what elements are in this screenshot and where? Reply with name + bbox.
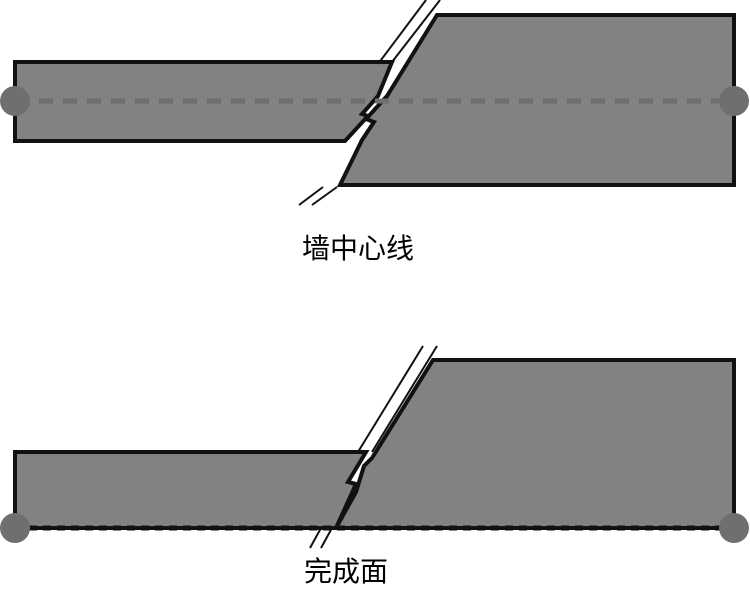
figure-wall-centerline: 墙中心线	[0, 0, 749, 265]
caption-finished-face: 完成面	[304, 555, 388, 588]
thick-wall-bottom	[332, 358, 736, 530]
figure-finished-face: 完成面	[0, 345, 749, 588]
centerline-endpoint-right	[719, 86, 749, 116]
break-line-top	[298, 0, 441, 206]
finished-face-endpoint-left	[0, 513, 30, 543]
break-line-bottom	[309, 345, 438, 549]
caption-centerline: 墙中心线	[302, 232, 414, 265]
thin-wall-top	[13, 60, 395, 143]
finished-face-endpoint-right	[719, 513, 749, 543]
thick-wall-top	[336, 13, 736, 187]
thin-wall-bottom	[13, 450, 370, 530]
centerline-endpoint-left	[0, 86, 30, 116]
